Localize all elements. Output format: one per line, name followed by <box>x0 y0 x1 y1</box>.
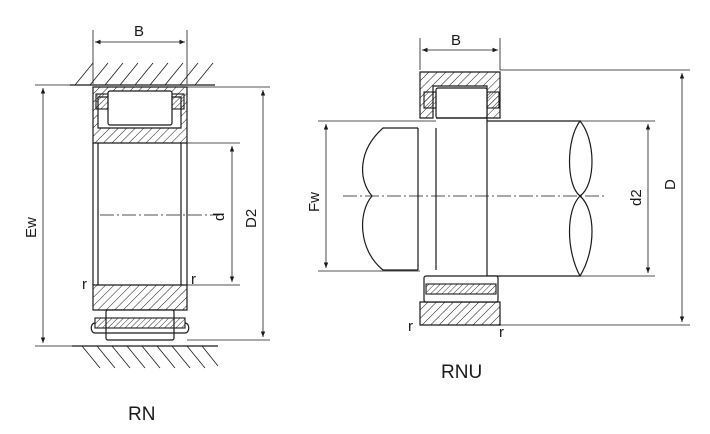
rnu-shaft-left <box>362 127 418 271</box>
rn-label-b: B <box>134 23 144 40</box>
rnu-cage-top-left <box>423 91 437 109</box>
rnu-caption: RNU <box>441 362 482 383</box>
rnu-label-r-right: r <box>499 324 504 341</box>
rn-housing-bottom <box>72 345 219 369</box>
rn-cage-top-right <box>171 93 185 110</box>
rnu-roller-top <box>435 87 488 119</box>
rnu-outer-ring-top <box>419 71 501 119</box>
rn-roller-top <box>107 90 173 126</box>
rn-view: B Ew d D2 r r RN <box>23 23 270 425</box>
rnu-label-b: B <box>451 32 461 49</box>
rn-label-d2: D2 <box>243 209 260 228</box>
rn-cage-bottom <box>94 317 186 329</box>
rn-label-r-left: r <box>82 276 87 293</box>
rn-cage-top-left <box>95 93 109 110</box>
rn-label-r-right: r <box>191 271 196 288</box>
rn-housing-top <box>70 62 215 86</box>
rn-outer-ring-bottom <box>92 284 188 311</box>
rnu-label-d: D <box>662 179 679 190</box>
rnu-shaft-right <box>487 120 582 277</box>
rnu-label-r-left: r <box>408 318 413 335</box>
rnu-cage-bottom <box>425 283 497 295</box>
rn-caption: RN <box>128 404 155 425</box>
rn-label-d: d <box>211 213 228 221</box>
rnu-view: B Fw d2 D r r RNU <box>306 32 690 383</box>
rnu-label-fw: Fw <box>306 192 323 212</box>
rnu-label-d2: d2 <box>628 189 645 206</box>
rn-label-ew: Ew <box>23 217 40 238</box>
rnu-outer-ring-bottom <box>419 301 501 326</box>
rnu-cage-top-right <box>486 91 500 109</box>
